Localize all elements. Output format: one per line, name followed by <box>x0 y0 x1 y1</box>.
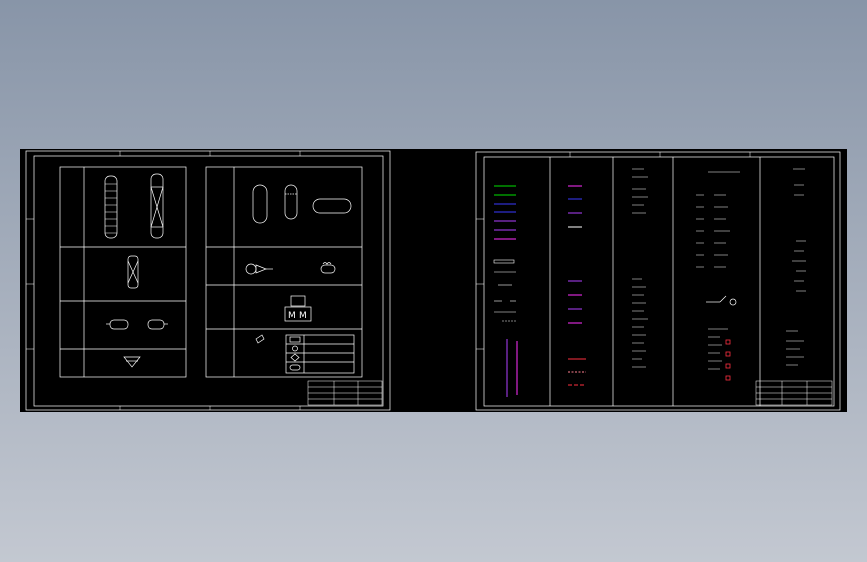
abbreviation-list <box>632 168 648 368</box>
title-block-right <box>755 380 833 406</box>
equipment-table-right: M M <box>205 166 363 378</box>
svg-text:M: M <box>288 311 296 321</box>
packed-column-symbol <box>104 175 118 239</box>
cad-model-space[interactable]: M M <box>20 149 847 412</box>
mixer-symbol: M M <box>284 295 312 322</box>
sheet-border-inner <box>33 155 384 407</box>
heat-exchanger-symbols <box>106 319 168 330</box>
title-block-left <box>307 380 383 406</box>
zone-ticks <box>26 151 301 410</box>
pipeline-fitting-samples <box>493 259 516 322</box>
svg-text:M: M <box>299 311 307 321</box>
legend-box <box>285 334 355 374</box>
tray-column-symbol <box>150 173 164 239</box>
pump-compressor-symbols <box>245 262 336 275</box>
hopper-symbol <box>123 356 141 368</box>
sheet-border-outer <box>25 150 391 411</box>
sheet-border-inner <box>483 156 835 407</box>
equipment-table-left <box>59 166 187 378</box>
instrument-line-samples <box>568 185 586 386</box>
vessel-symbols <box>252 184 352 224</box>
zone-ticks <box>476 152 751 350</box>
instrument-legend-list <box>708 328 728 370</box>
equipment-symbols-sheet: M M <box>25 150 391 411</box>
instrument-indicator-squares <box>725 339 731 381</box>
small-item-symbol <box>255 334 265 344</box>
control-valve-symbol <box>706 295 737 306</box>
colored-pipe-verticals <box>506 339 518 397</box>
reactor-symbol <box>127 255 139 289</box>
column-dividers <box>549 157 761 406</box>
cad-drawing: M M <box>25 150 841 411</box>
pipeline-symbols-sheet <box>475 151 841 411</box>
sheet-border-outer <box>475 151 841 411</box>
notes-list <box>786 168 806 366</box>
instrument-code-list <box>696 171 740 268</box>
pipeline-line-samples <box>494 185 516 240</box>
